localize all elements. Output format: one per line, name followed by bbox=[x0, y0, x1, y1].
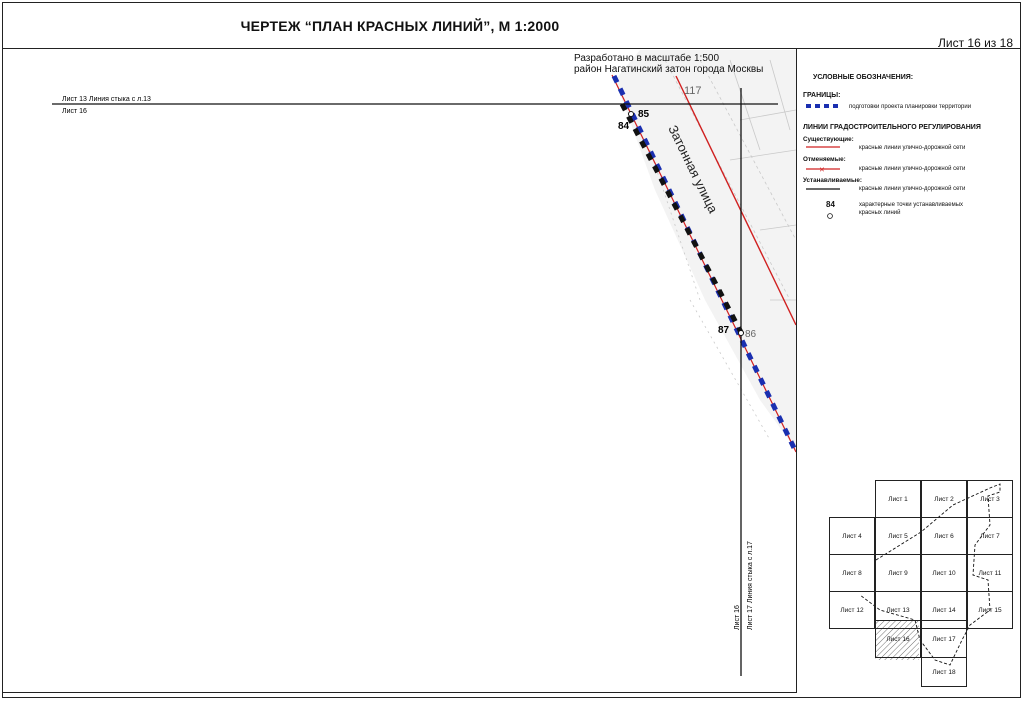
index-cell-10: Лист 10 bbox=[921, 554, 967, 592]
legend-point-swatch bbox=[827, 213, 833, 219]
join-top-label: Лист 13 Линия стыка с л.13 bbox=[62, 96, 151, 103]
index-cell-14: Лист 14 bbox=[921, 591, 967, 629]
legend-points-sample: 84 bbox=[826, 200, 835, 209]
legend-title: УСЛОВНЫЕ ОБОЗНАЧЕНИЯ: bbox=[813, 74, 914, 81]
index-cell-3: Лист 3 bbox=[967, 480, 1013, 518]
legend-boundaries-header: ГРАНИЦЫ: bbox=[803, 92, 841, 99]
existing-red-line bbox=[675, 75, 796, 326]
legend-boundaries-text: подготовки проекта планировки территории bbox=[849, 104, 972, 110]
join-top-sheet: Лист 16 bbox=[62, 108, 87, 115]
legend-established-text: красные линии улично-дорожной сети bbox=[859, 186, 966, 192]
point-label-85: 85 bbox=[638, 109, 650, 120]
index-cell-13: Лист 13 bbox=[875, 591, 921, 629]
scale-note-line2: район Нагатинский затон города Москвы bbox=[574, 64, 764, 75]
index-cell-1: Лист 1 bbox=[875, 480, 921, 518]
background-cadastre bbox=[615, 50, 796, 450]
map-frame bbox=[2, 49, 797, 693]
index-area-trace bbox=[859, 483, 1001, 666]
legend-regulation-header: ЛИНИИ ГРАДОСТРОИТЕЛЬНОГО РЕГУЛИРОВАНИЯ bbox=[803, 124, 981, 131]
point-label-87: 87 bbox=[718, 325, 730, 336]
sheet-number: Лист 16 из 18 bbox=[938, 36, 1013, 50]
scale-note-line1: Разработано в масштабе 1:500 bbox=[574, 53, 720, 64]
header-divider bbox=[2, 48, 1021, 49]
index-cell-15: Лист 15 bbox=[967, 591, 1013, 629]
index-cell-17: Лист 17 bbox=[921, 620, 967, 658]
index-cell-18: Лист 18 bbox=[921, 657, 967, 687]
characteristic-points: 84 85 87 86 bbox=[618, 109, 757, 340]
legend-cancelled-header: Отменяемые: bbox=[803, 156, 846, 163]
join-right-sheet: Лист 16 bbox=[734, 605, 741, 630]
established-red-line bbox=[619, 102, 747, 340]
index-cell-7: Лист 7 bbox=[967, 517, 1013, 555]
index-cell-16-current: Лист 16 bbox=[875, 620, 921, 658]
drawing-title: ЧЕРТЕЖ “ПЛАН КРАСНЫХ ЛИНИЙ”, М 1:2000 bbox=[240, 18, 560, 34]
legend-established-header: Устанавливаемые: bbox=[803, 177, 862, 184]
point-label-84: 84 bbox=[618, 121, 630, 132]
point-marker-86 bbox=[738, 330, 744, 336]
index-cell-5: Лист 5 bbox=[875, 517, 921, 555]
legend-cancelled-text: красные линии улично-дорожной сети bbox=[859, 166, 966, 172]
index-cell-6: Лист 6 bbox=[921, 517, 967, 555]
legend-points-text-2: красных линий bbox=[859, 210, 901, 216]
index-current-hatch bbox=[875, 620, 919, 660]
scale-note: Разработано в масштабе 1:500 район Нагат… bbox=[574, 53, 763, 75]
index-cell-9: Лист 9 bbox=[875, 554, 921, 592]
point-label-86: 86 bbox=[745, 329, 757, 340]
existing-red-line-2 bbox=[611, 74, 796, 453]
point-marker-85 bbox=[628, 111, 634, 117]
legend-cancelled-mark: ✕ bbox=[819, 167, 825, 174]
legend-existing-text: красные линии улично-дорожной сети bbox=[859, 145, 966, 151]
index-cell-12: Лист 12 bbox=[829, 591, 875, 629]
index-cell-2: Лист 2 bbox=[921, 480, 967, 518]
legend-swatches: ✕ bbox=[806, 104, 840, 219]
legend-points-text-1: характерные точки устанавливаемых bbox=[859, 202, 964, 208]
block-number: 117 bbox=[684, 85, 702, 97]
index-cell-4: Лист 4 bbox=[829, 517, 875, 555]
legend-existing-header: Существующие: bbox=[803, 136, 854, 143]
index-cell-11: Лист 11 bbox=[967, 554, 1013, 592]
index-cell-8: Лист 8 bbox=[829, 554, 875, 592]
join-right-label: Лист 17 Линия стыка с л.17 bbox=[747, 541, 754, 630]
